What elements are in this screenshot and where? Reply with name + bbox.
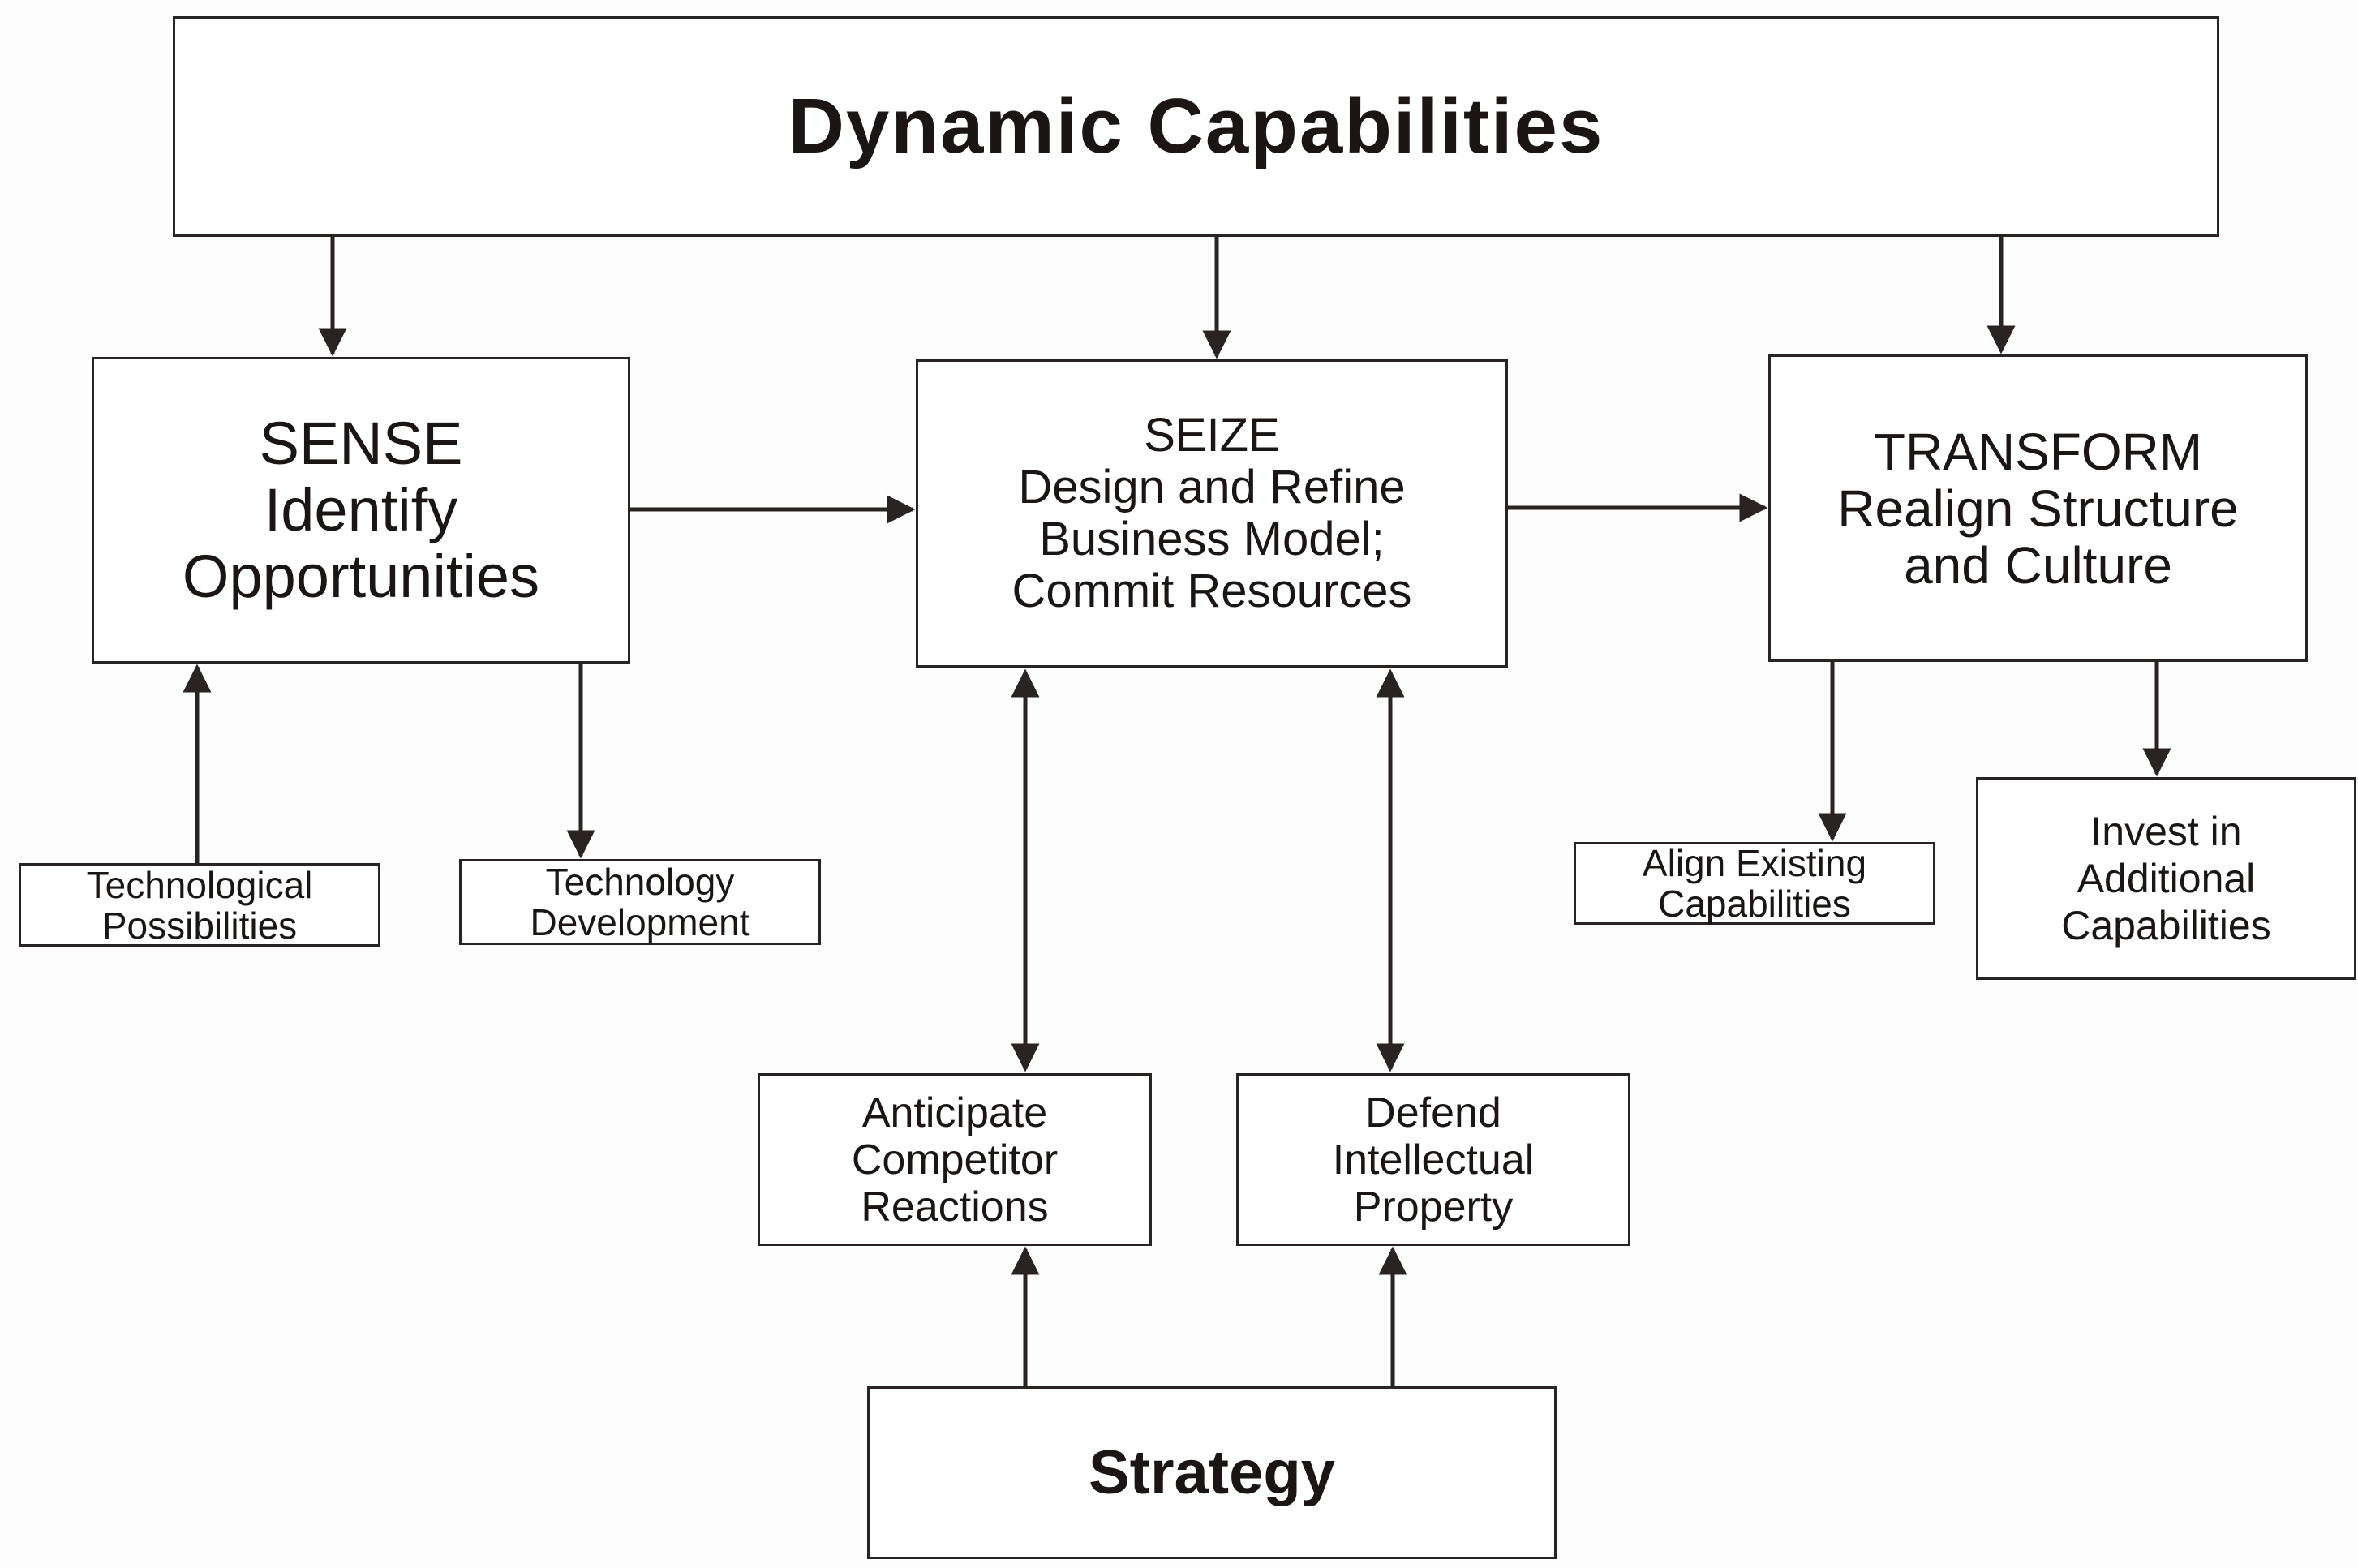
sense-title: SENSE (259, 410, 463, 477)
seize-title: SEIZE (1144, 409, 1280, 462)
technology-development-box: Technology Development (459, 859, 821, 945)
invest-additional-capabilities-box: Invest in Additional Capabilities (1976, 777, 2356, 980)
technological-possibilities-line-2: Possibilities (101, 904, 298, 947)
dynamic-capabilities-title: Dynamic Capabilities (788, 83, 1604, 170)
seize-box: SEIZE Design and Refine Business Model; … (916, 359, 1508, 668)
dynamic-capabilities-box: Dynamic Capabilities (173, 16, 2219, 237)
invest-line-3: Capabilities (2061, 903, 2271, 948)
technological-possibilities-line-1: Technological (86, 863, 313, 906)
strategy-box: Strategy (867, 1386, 1557, 1559)
transform-title: TRANSFORM (1873, 422, 2203, 481)
defend-intellectual-property-box: Defend Intellectual Property (1236, 1073, 1630, 1246)
sense-box: SENSE Identify Opportunities (92, 357, 630, 664)
invest-line-2: Additional (2077, 856, 2256, 901)
seize-line-4: Commit Resources (1011, 565, 1412, 617)
technology-development-line-2: Development (530, 901, 750, 943)
align-existing-line-2: Capabilities (1658, 883, 1851, 925)
align-existing-capabilities-box: Align Existing Capabilities (1574, 842, 1935, 925)
defend-line-3: Property (1353, 1183, 1514, 1231)
seize-line-3: Business Model; (1039, 513, 1385, 565)
seize-line-2: Design and Refine (1018, 461, 1406, 513)
transform-line-3: and Culture (1904, 535, 2172, 595)
anticipate-line-1: Anticipate (861, 1089, 1048, 1136)
anticipate-line-3: Reactions (861, 1183, 1049, 1231)
invest-line-1: Invest in (2090, 809, 2242, 854)
defend-line-2: Intellectual (1332, 1136, 1535, 1184)
transform-line-2: Realign Structure (1837, 479, 2239, 538)
sense-line-3: Opportunities (182, 543, 540, 610)
anticipate-line-2: Competitor (851, 1136, 1059, 1184)
strategy-title: Strategy (1088, 1438, 1336, 1507)
transform-box: TRANSFORM Realign Structure and Culture (1768, 354, 2308, 662)
defend-line-1: Defend (1365, 1089, 1501, 1136)
technology-development-line-1: Technology (545, 861, 735, 903)
sense-line-2: Identify (264, 476, 458, 543)
anticipate-competitor-reactions-box: Anticipate Competitor Reactions (758, 1073, 1152, 1246)
technological-possibilities-box: Technological Possibilities (19, 863, 380, 947)
align-existing-line-1: Align Existing (1642, 842, 1867, 884)
